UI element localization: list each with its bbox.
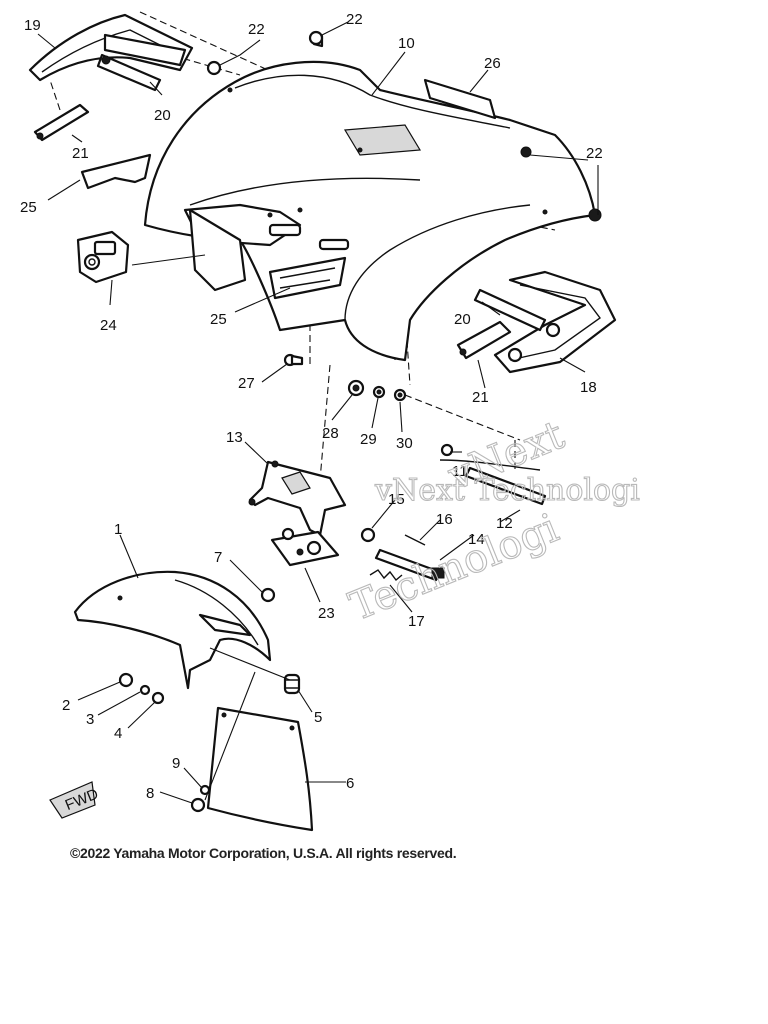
part-15-nut xyxy=(360,527,376,543)
part-6-mudflap xyxy=(206,706,314,832)
callout-22: 22 xyxy=(586,145,603,162)
callout-1: 1 xyxy=(114,521,122,538)
part-3-washer xyxy=(139,684,151,696)
part-7-bolt xyxy=(260,587,276,603)
part-19-left-handle xyxy=(28,13,194,82)
part-11-cable xyxy=(439,443,541,471)
callout-30: 30 xyxy=(396,435,413,452)
callout-14: 14 xyxy=(468,531,485,548)
part-29-washer xyxy=(372,385,386,399)
callout-28: 28 xyxy=(322,425,339,442)
part-30-nut xyxy=(393,388,407,402)
callout-22: 22 xyxy=(346,11,363,28)
part-21-right-bar xyxy=(456,320,512,360)
watermark-line-3: Technologi xyxy=(343,505,565,630)
callout-29: 29 xyxy=(360,431,377,448)
part-26-decal xyxy=(423,78,497,120)
part-22-bolts xyxy=(206,30,602,222)
part-18-right-handle xyxy=(493,270,617,374)
callout-23: 23 xyxy=(318,605,335,622)
callout-22: 22 xyxy=(248,21,265,38)
callout-11: 11 xyxy=(452,463,468,480)
callout-8: 8 xyxy=(146,785,154,802)
part-1-front-fender xyxy=(73,570,272,690)
callout-19: 19 xyxy=(24,17,41,34)
part-21-left-bar xyxy=(33,103,90,142)
callout-numbers: 19 20 21 22 22 10 26 22 25 24 25 20 21 1… xyxy=(20,11,603,802)
part-20-left-bracket xyxy=(96,53,162,92)
part-16-spring-pin xyxy=(404,534,426,546)
part-17-spring xyxy=(369,569,403,582)
part-12-rod xyxy=(464,466,547,506)
callout-13: 13 xyxy=(226,429,243,446)
part-20-right-bracket xyxy=(473,288,547,332)
callout-4: 4 xyxy=(114,725,122,742)
callout-27: 27 xyxy=(238,375,255,392)
part-5-spacer xyxy=(283,673,301,695)
callout-16: 16 xyxy=(436,511,453,528)
callout-20: 20 xyxy=(454,311,471,328)
callout-10: 10 xyxy=(398,35,415,52)
part-25-decal xyxy=(80,153,152,190)
callout-6: 6 xyxy=(346,775,354,792)
copyright-notice: ©2022 Yamaha Motor Corporation, U.S.A. A… xyxy=(70,845,457,861)
callout-24: 24 xyxy=(100,317,117,334)
callout-7: 7 xyxy=(214,549,222,566)
callout-5: 5 xyxy=(314,709,322,726)
callout-25: 25 xyxy=(210,311,227,328)
callout-26: 26 xyxy=(484,55,501,72)
callout-9: 9 xyxy=(172,755,180,772)
part-2-bolt xyxy=(118,672,134,688)
callout-21: 21 xyxy=(72,145,89,162)
callout-12: 12 xyxy=(496,515,513,532)
callout-20: 20 xyxy=(154,107,171,124)
watermark: vNext vNext Technologi Technologi xyxy=(343,411,641,630)
part-14-rod xyxy=(374,548,445,582)
part-24-taillight xyxy=(76,230,130,284)
callout-18: 18 xyxy=(580,379,597,396)
callout-17: 17 xyxy=(408,613,425,630)
part-23-plate xyxy=(270,527,340,567)
leader-lines xyxy=(37,21,599,804)
callout-2: 2 xyxy=(62,697,70,714)
part-27-bolt xyxy=(283,353,304,367)
callout-21: 21 xyxy=(472,389,489,406)
part-4-nut xyxy=(151,691,165,705)
part-28-grommet xyxy=(347,379,365,397)
fwd-stamp: FWD xyxy=(49,781,101,819)
callout-15: 15 xyxy=(388,491,405,508)
part-8-nut xyxy=(190,797,206,813)
callout-25: 25 xyxy=(20,199,37,216)
part-13-bracket xyxy=(248,460,347,537)
part-10-rear-fender xyxy=(143,60,597,362)
callout-3: 3 xyxy=(86,711,94,728)
watermark-line-2: vNext Technologi xyxy=(374,473,640,508)
